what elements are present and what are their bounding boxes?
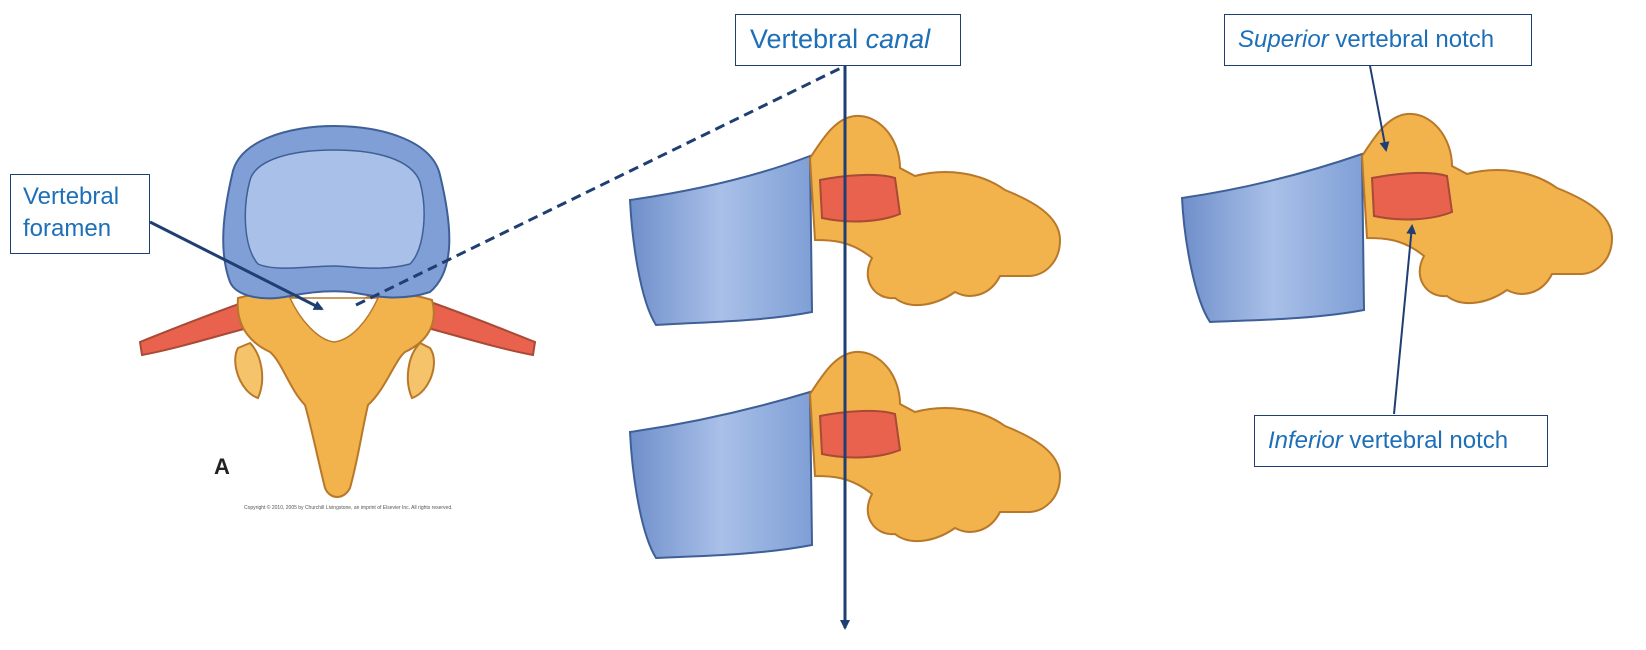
inferior-notch-arrow bbox=[1394, 226, 1412, 414]
vertebral-foramen-label: Vertebral foramen bbox=[10, 174, 150, 254]
inferior-notch-label: Inferior vertebral notch bbox=[1254, 415, 1548, 467]
figure-letter: A bbox=[214, 454, 230, 480]
lateral-vertebra-right bbox=[1182, 114, 1612, 322]
superior-label-plain: vertebral notch bbox=[1329, 26, 1494, 53]
vertebral-canal-label: Vertebral canal bbox=[735, 14, 961, 66]
foramen-label-line1: Vertebral bbox=[23, 183, 119, 210]
inferior-label-italic: Inferior bbox=[1268, 427, 1343, 454]
canal-label-plain: Vertebral bbox=[750, 24, 866, 54]
canal-label-italic: canal bbox=[866, 24, 931, 54]
copyright-text: Copyright © 2010, 2005 by Churchill Livi… bbox=[244, 505, 453, 511]
superior-notch-label: Superior vertebral notch bbox=[1224, 14, 1532, 66]
superior-view-vertebra bbox=[140, 126, 535, 497]
superior-label-italic: Superior bbox=[1238, 26, 1329, 53]
foramen-label-line2: foramen bbox=[23, 215, 111, 242]
inferior-label-plain: vertebral notch bbox=[1343, 427, 1508, 454]
